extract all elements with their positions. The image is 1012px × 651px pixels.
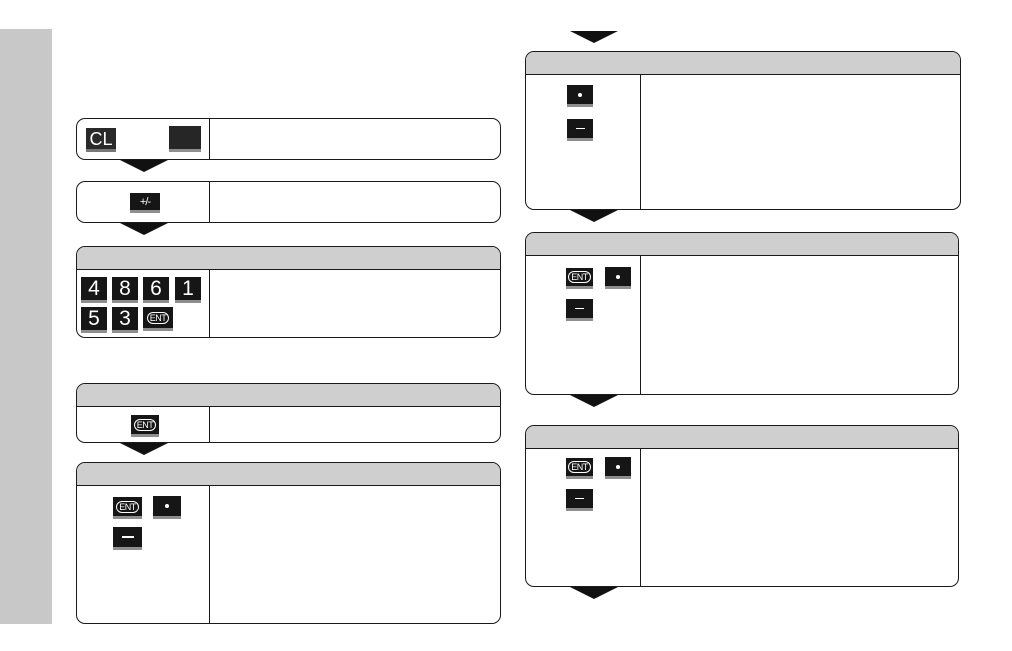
panel-header	[526, 426, 958, 449]
dot-glyph	[165, 504, 169, 508]
key-digit-6[interactable]: 6	[143, 277, 169, 303]
step-panel-3: 4 8 6 1 5 3 ENT	[76, 246, 501, 338]
dot-glyph	[578, 92, 582, 97]
panel-header	[526, 52, 960, 75]
down-arrow-icon	[570, 395, 618, 407]
key-digit-4[interactable]: 4	[81, 277, 107, 303]
down-arrow-icon	[120, 443, 168, 455]
key-label: 3	[119, 307, 131, 330]
key-label: 5	[88, 307, 100, 330]
decimal-point-key-icon[interactable]	[567, 85, 593, 107]
dash-glyph	[575, 128, 585, 129]
key-label: 6	[150, 277, 162, 300]
key-label: 1	[182, 277, 194, 300]
panel-header	[526, 233, 958, 256]
decimal-point-key-icon[interactable]	[605, 267, 631, 289]
ent-key-label: ENT	[133, 418, 157, 431]
step-panel-8: ENT	[525, 425, 959, 587]
dash-glyph	[575, 308, 584, 309]
step-panel-7: ENT	[525, 232, 959, 395]
dot-glyph	[616, 464, 620, 469]
ent-key-icon[interactable]: ENT	[143, 307, 173, 331]
decimal-point-key-icon[interactable]	[153, 496, 181, 519]
panel-header	[77, 247, 500, 270]
ent-key-icon[interactable]: ENT	[566, 268, 593, 289]
down-arrow-icon	[120, 223, 168, 235]
key-label: 8	[119, 277, 131, 300]
minus-key-icon[interactable]	[566, 299, 593, 321]
key-digit-1[interactable]: 1	[175, 277, 201, 303]
minus-key-icon[interactable]	[113, 527, 142, 550]
dot-glyph	[616, 274, 620, 279]
down-arrow-icon	[570, 31, 618, 43]
ent-key-icon[interactable]: ENT	[113, 497, 142, 519]
minus-key-icon[interactable]	[566, 489, 593, 511]
sign-toggle-key-icon[interactable]: +/-	[130, 193, 160, 213]
key-label: 4	[88, 277, 100, 300]
minus-key-icon[interactable]	[567, 119, 593, 141]
step-panel-5: ENT	[76, 462, 501, 624]
panel-header	[77, 384, 500, 407]
side-tab	[0, 29, 52, 624]
down-arrow-icon	[120, 160, 168, 172]
key-digit-5[interactable]: 5	[81, 307, 107, 333]
key-cl[interactable]: CL	[86, 128, 116, 152]
ent-key-label: ENT	[568, 461, 591, 473]
ent-key-label: ENT	[146, 311, 170, 324]
dash-glyph	[575, 498, 584, 499]
key-cl-label: CL	[89, 128, 113, 149]
decimal-point-key-icon[interactable]	[605, 457, 631, 479]
ent-key-label: ENT	[568, 271, 591, 283]
step-panel-4: ENT	[76, 383, 501, 443]
panel-header	[77, 463, 500, 486]
dash-glyph	[121, 536, 134, 538]
ent-key-icon[interactable]: ENT	[566, 458, 593, 479]
ent-key-label: ENT	[116, 500, 139, 513]
down-arrow-icon	[570, 210, 618, 222]
sign-key-label: +/-	[139, 195, 151, 208]
ent-key-icon[interactable]: ENT	[131, 415, 159, 437]
step-panel-1: CL	[76, 118, 501, 160]
key-blank[interactable]	[169, 126, 201, 152]
key-digit-3[interactable]: 3	[112, 307, 138, 333]
step-panel-6	[525, 51, 961, 210]
step-panel-2: +/-	[76, 181, 501, 223]
key-digit-8[interactable]: 8	[112, 277, 138, 303]
down-arrow-icon	[570, 587, 618, 599]
